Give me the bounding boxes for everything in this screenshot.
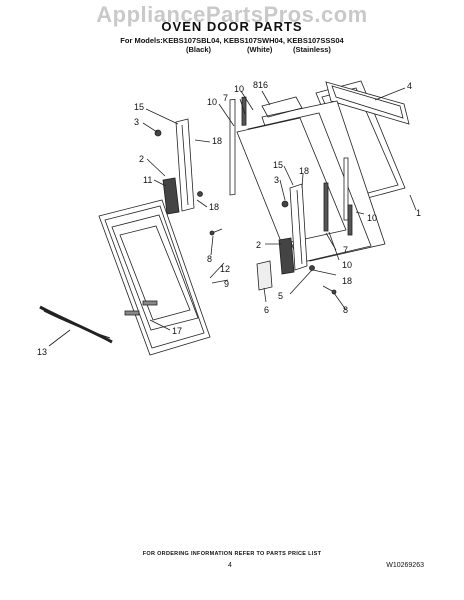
- document-number: W10269263: [386, 562, 424, 569]
- inner-door-liner-edge: [104, 205, 205, 349]
- models-line: For Models:KEBS107SBL04, KEBS107SWH04, K…: [120, 36, 344, 45]
- callout-5: 5: [278, 291, 283, 301]
- right-hinge-pin: [309, 265, 315, 271]
- callout-4: 4: [407, 81, 412, 91]
- right-hinge-line: [296, 189, 303, 265]
- screw-right-head: [331, 289, 337, 295]
- callout-8: 8: [343, 305, 348, 315]
- left-hinge-line: [181, 124, 189, 206]
- door-handle-inner: [43, 310, 111, 339]
- left-hinge-pin: [197, 191, 203, 197]
- callout-13: 13: [37, 347, 47, 357]
- callout-1: 1: [416, 208, 421, 218]
- callout-3: 3: [134, 117, 139, 127]
- callout-10: 10: [234, 84, 244, 94]
- finish-stainless: (Stainless): [293, 45, 331, 54]
- callout-6: 6: [264, 305, 269, 315]
- callout-17: 17: [172, 326, 182, 336]
- callout-18: 18: [212, 136, 222, 146]
- hinge-receptacle: [256, 260, 273, 291]
- door-gasket: [124, 310, 140, 316]
- page-title: OVEN DOOR PARTS: [161, 19, 303, 34]
- page-number: 4: [228, 562, 232, 569]
- callout-11: 11: [143, 175, 152, 185]
- callout-2: 2: [139, 154, 144, 164]
- finish-white: (White): [247, 45, 273, 54]
- finish-black: (Black): [186, 45, 212, 54]
- right-hinge-screw: [281, 200, 289, 208]
- callout-8: 8: [207, 254, 212, 264]
- callout-12: 12: [220, 264, 230, 274]
- right-hinge-arm: [289, 183, 308, 271]
- spacer-strip-left: [229, 99, 236, 196]
- door-handle: [39, 305, 113, 344]
- callout-3: 3: [274, 175, 279, 185]
- left-hinge-bracket: [162, 177, 180, 215]
- callout-10: 10: [342, 260, 352, 270]
- callout-15: 15: [134, 102, 144, 112]
- callout-9: 9: [224, 279, 229, 289]
- callout-10: 10: [207, 97, 217, 107]
- top-channel: [261, 96, 303, 118]
- watermark: AppliancePartsPros.com: [96, 2, 368, 27]
- callout-18: 18: [299, 166, 309, 176]
- callout-15: 15: [273, 160, 283, 170]
- ordering-info-note: FOR ORDERING INFORMATION REFER TO PARTS …: [142, 551, 322, 557]
- callout-816: 816: [253, 80, 268, 90]
- inner-door-liner: [98, 199, 211, 356]
- screw-left-head: [209, 230, 215, 236]
- callout-7: 7: [343, 245, 348, 255]
- door-window-frame: [111, 214, 199, 331]
- callout-2: 2: [256, 240, 261, 250]
- vent-slot: [142, 300, 158, 306]
- spacer-strip-right-3: [347, 204, 353, 236]
- right-hinge-bracket: [278, 237, 295, 275]
- callout-10: 10: [367, 213, 377, 223]
- callout-7: 7: [223, 93, 228, 103]
- door-window: [119, 225, 191, 321]
- callout-18: 18: [342, 276, 352, 286]
- spacer-strip-right: [323, 182, 329, 232]
- spacer-strip-right-2: [343, 157, 349, 221]
- callout-18: 18: [209, 202, 219, 212]
